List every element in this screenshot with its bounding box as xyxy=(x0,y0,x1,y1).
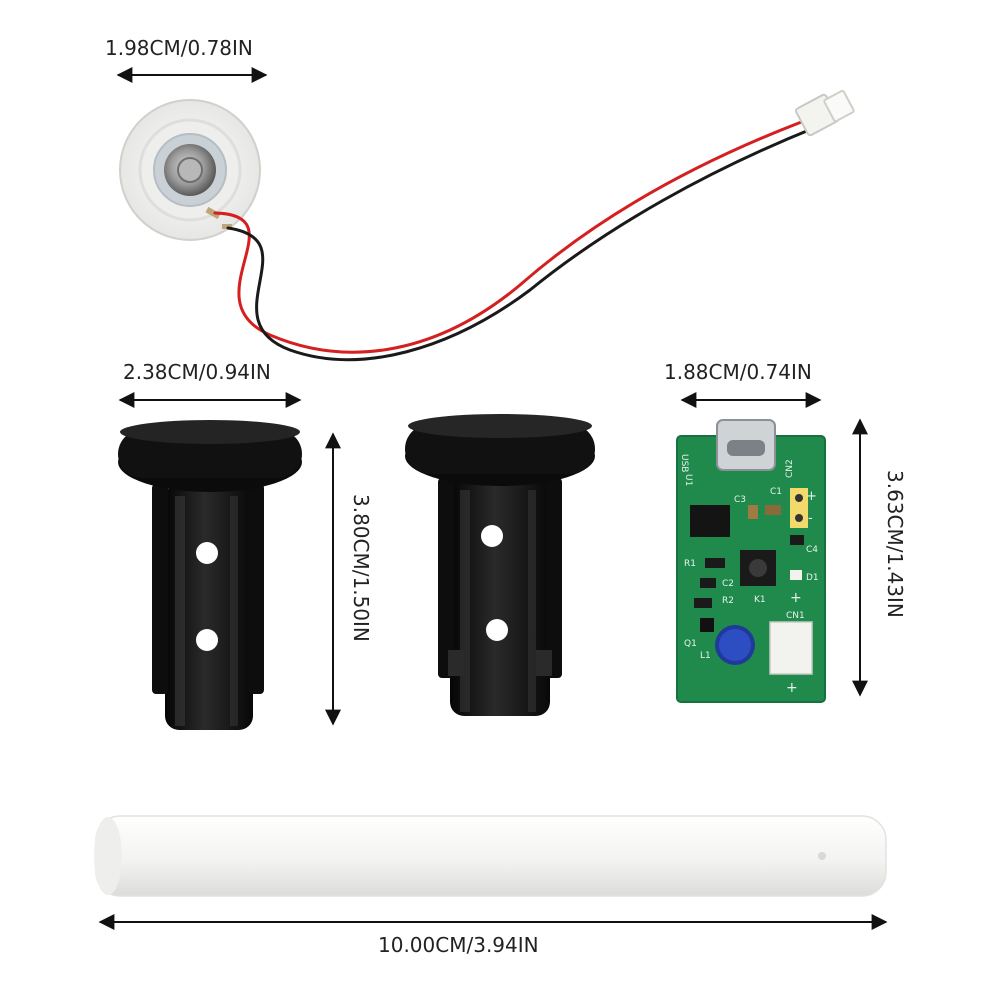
wick-cap-front xyxy=(118,420,302,730)
pcb-label-c4: C4 xyxy=(806,545,818,555)
stick-length-label: 10.00CM/3.94IN xyxy=(378,933,539,957)
pcb-label-d1: D1 xyxy=(806,573,819,583)
pcb-label-cn2: CN2 xyxy=(785,459,795,478)
pcb-label-r2: R2 xyxy=(722,596,734,606)
pcb-label-minus: - xyxy=(808,511,813,526)
jst-connector xyxy=(795,89,855,137)
pcb-label-plus-top: + xyxy=(806,489,817,504)
cotton-stick xyxy=(94,815,887,897)
pcb-label-l1: L1 xyxy=(700,651,711,661)
pcb-label-plus-bottom: + xyxy=(786,680,798,696)
wick-cap-side xyxy=(405,414,595,716)
pcb-label-c3: C3 xyxy=(734,495,746,505)
driver-board: USB U1 CN2 C1 C3 R1 C2 R2 K1 C4 D1 Q1 L1… xyxy=(676,419,826,703)
pcb-label-plus-mid: + xyxy=(790,590,802,606)
cap-width-label: 2.38CM/0.94IN xyxy=(123,360,271,384)
pcb-label-c2: C2 xyxy=(722,579,734,589)
cn1-connector xyxy=(769,621,813,675)
dimension-arrows xyxy=(98,67,888,930)
disc-dimension-label: 1.98CM/0.78IN xyxy=(105,36,253,60)
pcb-label-r1: R1 xyxy=(684,559,696,569)
wire-pair xyxy=(213,116,816,362)
pcb-label-k1: K1 xyxy=(754,595,766,605)
pcb-label-c1: C1 xyxy=(770,487,782,497)
pcb-label-usb: USB xyxy=(679,454,689,472)
pcb-label-u1: U1 xyxy=(683,474,693,486)
pcb-label-q1: Q1 xyxy=(684,639,697,649)
cn2-pads xyxy=(790,488,808,528)
ic-chip xyxy=(690,505,730,537)
pcb-label-cn1: CN1 xyxy=(786,611,805,621)
atomizer-disc xyxy=(119,99,261,241)
board-width-label: 1.88CM/0.74IN xyxy=(664,360,812,384)
